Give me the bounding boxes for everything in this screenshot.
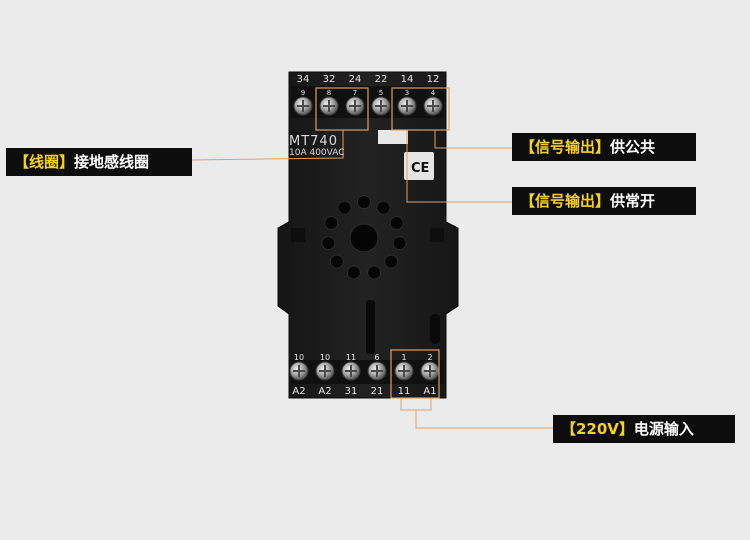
label-common-text: 供公共 xyxy=(610,138,656,156)
pin-hole xyxy=(392,236,407,251)
bottom-terminal-label: A2 xyxy=(292,386,305,397)
ce-mark: CE xyxy=(411,161,429,176)
top-terminal-number: 32 xyxy=(323,74,336,85)
label-signal-common: 【信号输出】供公共 xyxy=(512,133,696,161)
label-power-bracket: 【220V】 xyxy=(561,420,634,438)
pin-hole xyxy=(357,195,371,209)
pin-hole xyxy=(329,254,344,269)
bottom-terminal-label: 11 xyxy=(398,386,411,397)
terminal-screw xyxy=(394,361,414,381)
top-terminal-number: 14 xyxy=(401,74,414,85)
callout-common xyxy=(434,130,512,149)
pin-hole xyxy=(346,265,361,280)
bottom-terminal-pin: 6 xyxy=(374,353,379,362)
label-power-input: 【220V】电源输入 xyxy=(553,415,735,443)
terminal-screw xyxy=(315,361,335,381)
terminal-screw xyxy=(345,96,365,116)
label-power-text: 电源输入 xyxy=(633,420,694,438)
terminal-screw xyxy=(289,361,309,381)
bottom-terminal-pin: 1 xyxy=(401,353,406,362)
top-terminal-pin: 7 xyxy=(353,89,357,97)
bottom-terminal-label: A1 xyxy=(423,386,436,397)
terminal-screw xyxy=(293,96,313,116)
terminal-highlights xyxy=(315,87,450,399)
top-terminal-pin: 3 xyxy=(405,89,409,97)
top-terminal-pin: 4 xyxy=(431,89,436,97)
top-terminal-number: 22 xyxy=(375,74,388,85)
highlight-terminals-3-4 xyxy=(391,87,450,131)
pin-hole xyxy=(337,200,352,215)
label-coil-ground: 【线圈】接地感线圈 xyxy=(6,148,192,176)
terminal-screw xyxy=(420,361,440,381)
label-coil-bracket: 【线圈】 xyxy=(14,153,75,171)
terminal-screw xyxy=(423,96,443,116)
top-terminal-number: 24 xyxy=(349,74,362,85)
callout-no xyxy=(406,130,512,203)
callout-power-leg xyxy=(415,410,553,429)
terminal-screw xyxy=(371,96,391,116)
callout-power xyxy=(400,398,432,411)
callout-coil xyxy=(191,130,344,161)
bottom-terminal-pin: 10 xyxy=(320,353,330,362)
pin-hole xyxy=(384,254,399,269)
label-no-bracket: 【信号输出】 xyxy=(520,192,611,210)
label-common-bracket: 【信号输出】 xyxy=(520,138,611,156)
center-key-hole xyxy=(349,223,379,253)
pin-hole xyxy=(367,265,382,280)
highlight-terminals-1-2 xyxy=(390,349,440,399)
pin-hole xyxy=(321,236,336,251)
pin-hole xyxy=(376,200,391,215)
top-terminal-number: 12 xyxy=(427,74,440,85)
top-terminal-pin: 5 xyxy=(379,89,383,97)
relay-model-text: MT740 xyxy=(289,134,338,149)
terminal-screw xyxy=(397,96,417,116)
terminal-screw xyxy=(319,96,339,116)
pin-hole xyxy=(324,216,339,231)
bottom-terminal-label: 31 xyxy=(345,386,358,397)
relay-rating-text: 10A 400VAC xyxy=(289,148,345,158)
bottom-terminal-pin: 11 xyxy=(346,353,356,362)
bottom-terminal-pin: 2 xyxy=(427,353,432,362)
label-signal-no: 【信号输出】供常开 xyxy=(512,187,696,215)
highlight-terminals-8-7 xyxy=(315,87,369,131)
callout-lines xyxy=(191,130,553,429)
terminal-screw xyxy=(341,361,361,381)
socket-holes xyxy=(321,195,407,280)
top-terminal-pin: 8 xyxy=(327,89,331,97)
top-terminal-row: 34 9 32 8 24 7 22 5 14 3 12 4 xyxy=(293,74,443,116)
terminal-screw xyxy=(367,361,387,381)
pin-hole xyxy=(389,216,404,231)
top-terminal-number: 34 xyxy=(297,74,310,85)
bottom-terminal-label: A2 xyxy=(318,386,331,397)
label-coil-text: 接地感线圈 xyxy=(74,153,150,171)
bottom-terminal-label: 21 xyxy=(371,386,384,397)
label-no-text: 供常开 xyxy=(610,192,656,210)
top-terminal-pin: 9 xyxy=(301,89,305,97)
bottom-terminal-pin: 10 xyxy=(294,353,304,362)
